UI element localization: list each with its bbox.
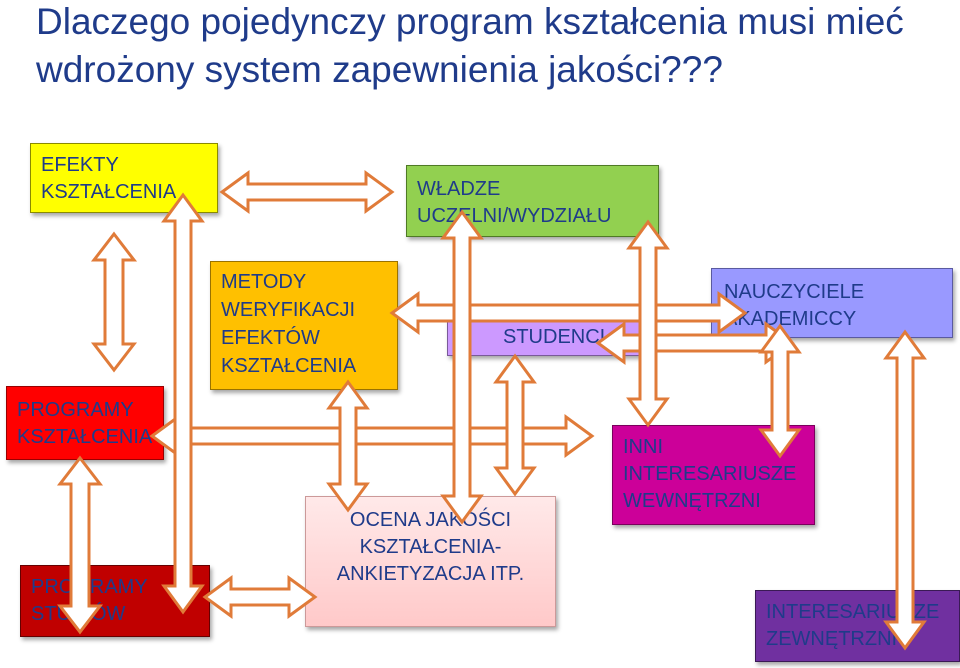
arrow-metody-ocena <box>326 379 370 513</box>
arrow-programy-inni <box>149 414 595 458</box>
arrow-studenci-nauczyciele <box>595 321 795 365</box>
ocena-label: OCENA JAKOŚCI KSZTAŁCENIA- ANKIETYZACJA … <box>336 509 525 585</box>
arrow-programy-ksztalcenia-studiow <box>56 455 104 635</box>
arrow-efekty-programy <box>90 231 138 373</box>
box-wladze-uczelni: WŁADZE UCZELNI/WYDZIAŁU <box>406 165 659 237</box>
box-programy-ksztalcenia: PROGRAMY KSZTAŁCENIA <box>6 386 164 460</box>
box-nauczyciele-akademiccy: NAUCZYCIELE AKADEMICCY <box>711 268 953 338</box>
box-metody-weryfikacji: METODY WERYFIKACJI EFEKTÓW KSZTAŁCENIA <box>210 261 398 390</box>
nauczyciele-label: NAUCZYCIELE AKADEMICCY <box>724 281 865 330</box>
efekty-label: EFEKTY KSZTAŁCENIA <box>41 154 177 203</box>
arrow-wladze-ocena <box>440 209 484 525</box>
arrow-programy-studiow-ocena <box>202 575 318 619</box>
box-ocena-jakosci: OCENA JAKOŚCI KSZTAŁCENIA- ANKIETYZACJA … <box>305 496 556 627</box>
arrow-wladze-inni <box>626 219 670 428</box>
page-title: Dlaczego pojedynczy program kształcenia … <box>36 1 904 90</box>
arrow-efekty-wladze <box>219 170 395 214</box>
studenci-label: STUDENCI <box>503 326 606 348</box>
metody-label: METODY WERYFIKACJI EFEKTÓW KSZTAŁCENIA <box>221 271 357 377</box>
inni-label: INNI INTERESARIUSZE WEWNĘTRZNI <box>623 436 797 512</box>
arrow-metody-nauczyciele <box>389 291 748 335</box>
arrow-studenci-ocena <box>493 353 537 497</box>
arrow-efekty-programy-studiow <box>161 192 205 615</box>
arrow-nauczyciele-inni <box>758 323 802 459</box>
box-inni-interesariusze: INNI INTERESARIUSZE WEWNĘTRZNI <box>612 425 815 525</box>
arrow-nauczyciele-zewnetrzni <box>883 329 927 651</box>
box-interesariusze-zewnetrzni: INTERESARIUSZE ZEWNĘTRZNI <box>755 590 960 662</box>
programy-ksztalcenia-label: PROGRAMY KSZTAŁCENIA <box>17 399 153 448</box>
